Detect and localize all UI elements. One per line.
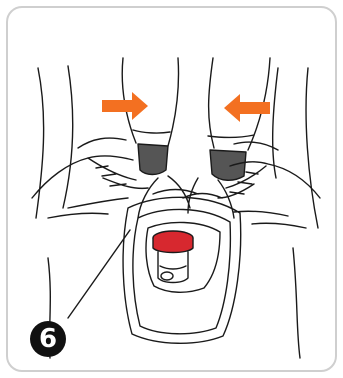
step-number-badge: 6 [30, 321, 66, 357]
device-body [123, 197, 241, 343]
arrow-right-icon [102, 92, 148, 120]
right-thigh-pad [210, 150, 246, 180]
left-thigh-pad [138, 144, 168, 175]
red-cap [153, 231, 193, 253]
vial [158, 252, 188, 283]
step-illustration [8, 8, 335, 370]
clothing-lines [36, 66, 318, 358]
arrow-left-icon [224, 94, 270, 122]
illustration-panel: 6 [6, 6, 337, 372]
pointer-line [68, 230, 130, 318]
